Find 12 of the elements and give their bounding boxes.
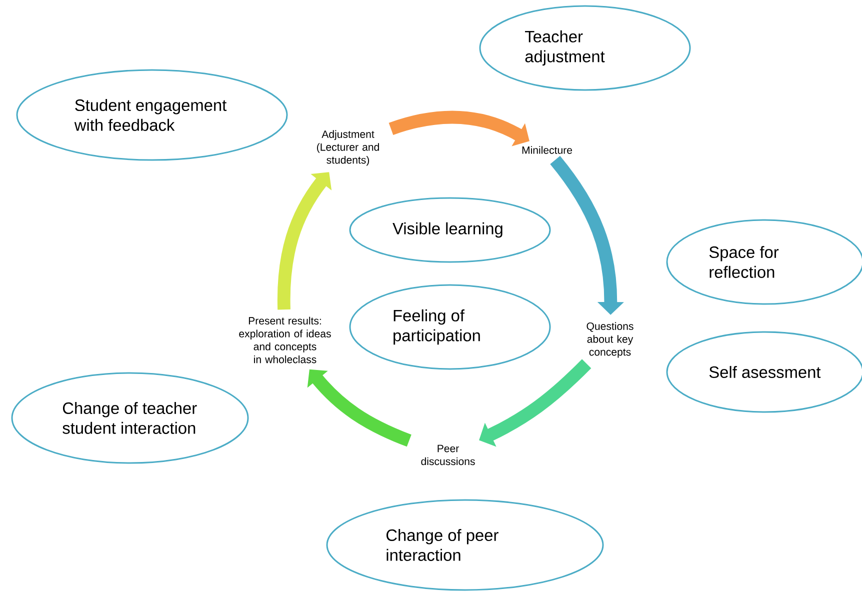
step-label: Questions about key concepts [586, 322, 634, 358]
ellipse-node: Change of teacher student interaction [11, 372, 249, 464]
ellipse-node: Change of peer interaction [326, 499, 604, 591]
curved-arrow [479, 359, 592, 447]
ellipse-node: Feeling of participation [349, 284, 551, 370]
ellipse-node: Teacher adjustment [479, 5, 691, 91]
step-label: Peer discussions [421, 444, 475, 466]
step-label: Adjustment (Lecturer and students) [317, 130, 379, 166]
ellipse-node: Student engagement with feedback [16, 69, 288, 161]
ellipse-node: Visible learning [349, 197, 551, 263]
step-label: Minilecture [522, 146, 572, 154]
step-label: Present results: exploration of ideas and concepts in wholeclass [239, 316, 331, 364]
